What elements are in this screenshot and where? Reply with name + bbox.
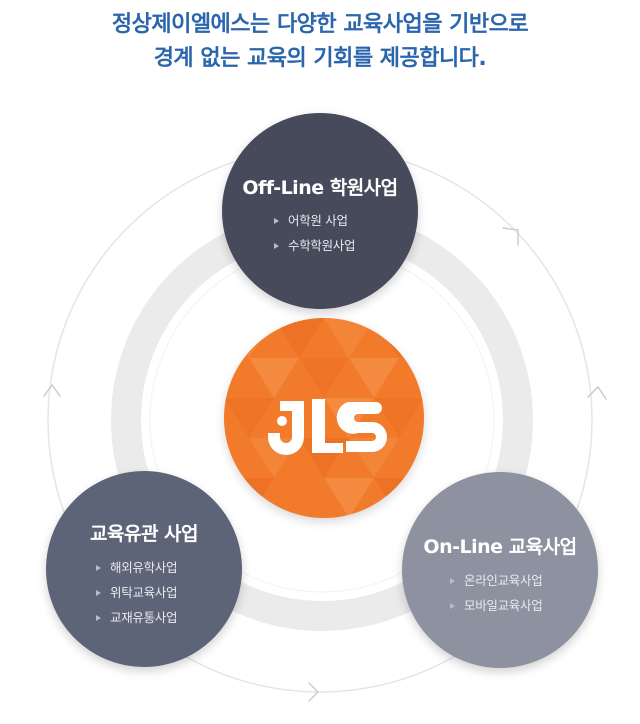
bullet-triangle-icon [274,218,279,224]
bullet-triangle-icon [450,603,455,609]
institute-business-circle: 교육유관 사업 해외유학사업 위탁교육사업 교재유통사업 [46,471,242,667]
bullet-triangle-icon [96,590,101,596]
institute-item-list: 해외유학사업 위탁교육사업 교재유통사업 [96,555,178,630]
arrow-top-right-icon [502,227,519,246]
institute-item: 교재유통사업 [96,605,178,630]
online-item: 온라인교육사업 [450,568,543,593]
bullet-triangle-icon [96,565,101,571]
jls-logo-circle [224,318,424,518]
headline-line-2: 경계 없는 교육의 기회를 제공합니다. [153,46,487,71]
headline-line-1: 정상제이엘에스는 다양한 교육사업을 기반으로 [111,12,529,37]
institute-item: 해외유학사업 [96,555,178,580]
arrow-left-icon [43,383,61,397]
institute-title: 교육유관 사업 [90,523,199,545]
online-item-list: 온라인교육사업 모바일교육사업 [450,568,543,618]
arrow-right-icon [587,385,607,400]
online-item: 모바일교육사업 [450,593,543,618]
offline-item: 수학학원사업 [274,233,356,258]
institute-item: 위탁교육사업 [96,580,178,605]
online-title: On-Line 교육사업 [423,536,577,558]
headline: 정상제이엘에스는 다양한 교육사업을 기반으로 경계 없는 교육의 기회를 제공… [0,8,640,76]
arrow-bottom-icon [308,682,319,702]
offline-business-circle: Off-Line 학원사업 어학원 사업 수학학원사업 [222,113,418,309]
offline-item-list: 어학원 사업 수학학원사업 [274,208,356,258]
jls-logo [224,318,424,518]
offline-item: 어학원 사업 [274,208,355,233]
bullet-triangle-icon [450,578,455,584]
online-business-circle: On-Line 교육사업 온라인교육사업 모바일교육사업 [402,472,598,668]
bullet-triangle-icon [274,243,279,249]
bullet-triangle-icon [96,615,101,621]
offline-title: Off-Line 학원사업 [242,177,398,199]
